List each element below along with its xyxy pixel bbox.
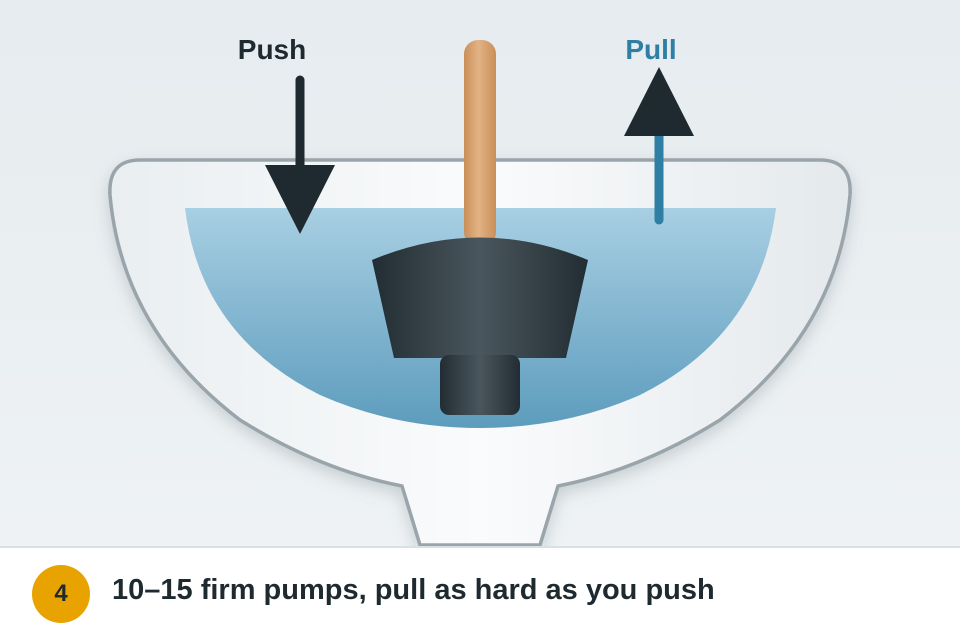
- pull-label: Pull: [625, 34, 676, 65]
- pull-arrow: [624, 67, 694, 225]
- push-label: Push: [238, 34, 306, 65]
- caption-bar: 4 10–15 firm pumps, pull as hard as you …: [0, 546, 960, 640]
- plunger-cup: [372, 237, 588, 358]
- step-number-badge: 4: [32, 565, 90, 623]
- step-instruction: 10–15 firm pumps, pull as hard as you pu…: [112, 574, 715, 606]
- push-arrow: [265, 75, 335, 234]
- plunger-handle: [464, 40, 496, 246]
- plunger-flange: [440, 355, 520, 415]
- plunging-illustration: Push Pull: [0, 0, 960, 548]
